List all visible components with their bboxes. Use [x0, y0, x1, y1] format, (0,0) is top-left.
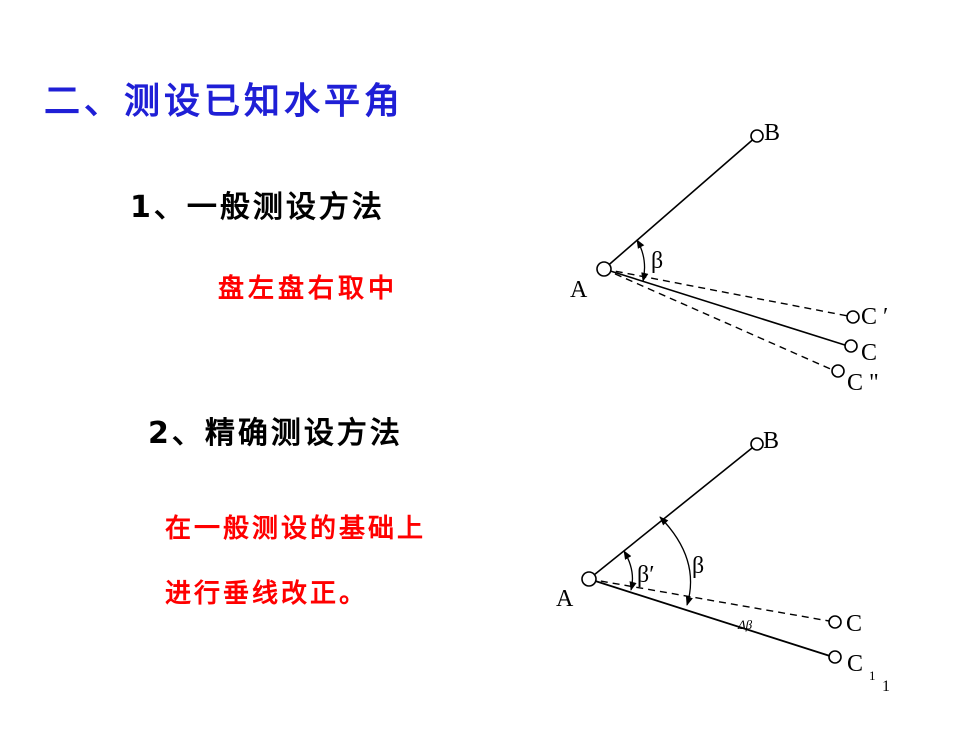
d2-point-A [581, 571, 597, 587]
d2-label-beta-prime: β′ [637, 562, 654, 588]
page-title: 二、测设已知水平角 [44, 81, 405, 122]
d2-label-A: A [556, 586, 574, 612]
d1-label-C-dprime: C " [847, 370, 879, 396]
d2-angle-arc-beta [659, 516, 693, 606]
d1-line-AC-dprime [603, 268, 836, 372]
d1-label-B: B [764, 120, 780, 146]
d2-label-B: B [763, 428, 779, 454]
d2-point-C1 [828, 650, 842, 664]
d2-label-delta-beta: Δβ [737, 617, 753, 632]
d1-label-beta: β [651, 248, 663, 274]
diagram1: A B β C ′ C C " [570, 120, 888, 396]
d1-label-A: A [570, 277, 588, 303]
d1-line-AC-prime [603, 268, 849, 317]
d1-label-C: C [861, 340, 877, 366]
d1-line-AB [603, 135, 758, 270]
d2-line-AC [588, 578, 830, 622]
d2-line-AC1 [588, 578, 831, 657]
page-number: 1 [882, 678, 890, 695]
d1-label-C-prime: C ′ [861, 304, 888, 330]
d2-angle-arc-beta-prime [623, 550, 637, 591]
d1-line-AC [603, 268, 849, 347]
method2-description-line1: 在一般测设的基础上 [165, 514, 427, 544]
d1-point-C-prime [846, 310, 860, 324]
d2-line-AB [588, 443, 758, 580]
d1-angle-arc [636, 239, 649, 282]
d1-point-C [844, 339, 858, 353]
d1-point-C-dprime [831, 364, 845, 378]
d2-label-C1: C [847, 651, 863, 677]
method2-heading: 2、精确测设方法 [148, 416, 403, 451]
diagram2: A B β′ β Δβ C C 1 [556, 428, 876, 683]
d1-point-A [596, 261, 612, 277]
d2-label-C: C [846, 611, 862, 637]
d2-point-C [828, 615, 842, 629]
d2-label-C1-subscript: 1 [869, 668, 876, 683]
method1-heading: 1、一般测设方法 [130, 190, 385, 225]
d2-label-beta: β [692, 553, 704, 579]
d1-point-B [750, 129, 764, 143]
d2-point-B [750, 437, 764, 451]
method1-description: 盘左盘右取中 [218, 274, 399, 304]
method2-description-line2: 进行垂线改正。 [165, 579, 369, 609]
